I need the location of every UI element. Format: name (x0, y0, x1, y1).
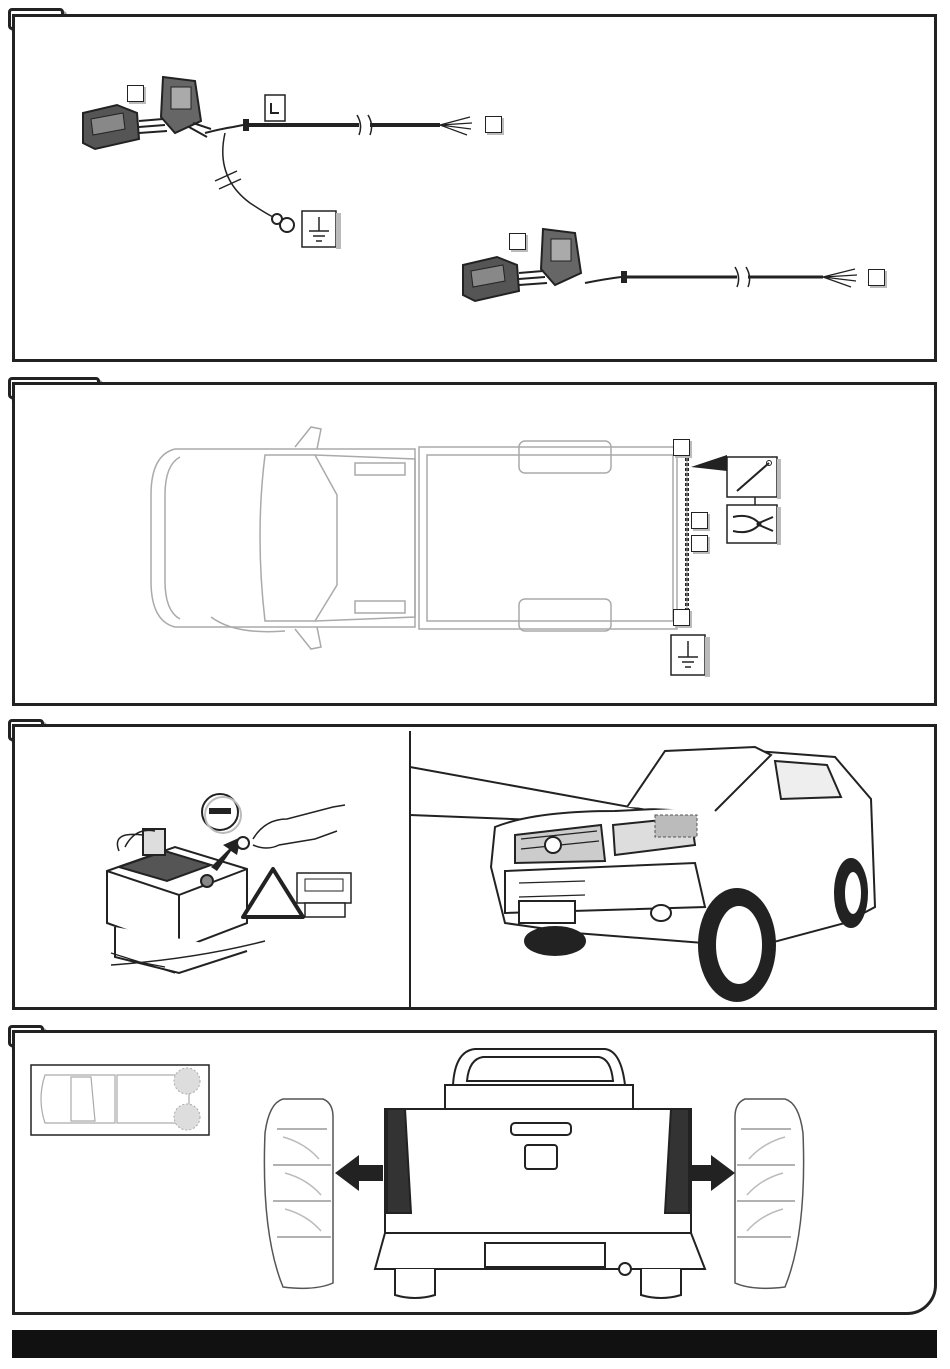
tail-lamp-left (264, 1099, 333, 1288)
part-label (673, 609, 690, 626)
warning-triangle-icon (243, 869, 303, 917)
battery-drawing (15, 727, 940, 1013)
battery-panel (12, 724, 937, 1010)
minus-terminal-icon (202, 794, 241, 833)
cable-tie-icon (727, 457, 781, 499)
part-label (673, 439, 690, 456)
side-cutter-pliers-icon (727, 505, 781, 545)
ground-symbol-icon (302, 211, 341, 249)
radio-code-icon (297, 873, 351, 917)
connector-pair-icon (83, 77, 211, 149)
harness-drawing (15, 17, 940, 365)
part-label (691, 512, 708, 529)
rear-lamps-panel (12, 1030, 937, 1315)
part-label (691, 535, 708, 552)
part-label (127, 85, 144, 102)
arrow-right-icon (687, 1155, 735, 1191)
footer-bar (12, 1330, 937, 1358)
ground-symbol-icon (671, 635, 710, 677)
rear-lamps-drawing (15, 1033, 940, 1318)
routing-panel (12, 382, 937, 706)
vehicle-top-view (15, 385, 940, 709)
arrow-left-icon (335, 1155, 383, 1191)
harness-panel (12, 14, 937, 362)
part-label (509, 233, 526, 250)
part-label (868, 269, 885, 286)
tail-lamp-right (735, 1099, 804, 1288)
part-label (485, 116, 502, 133)
